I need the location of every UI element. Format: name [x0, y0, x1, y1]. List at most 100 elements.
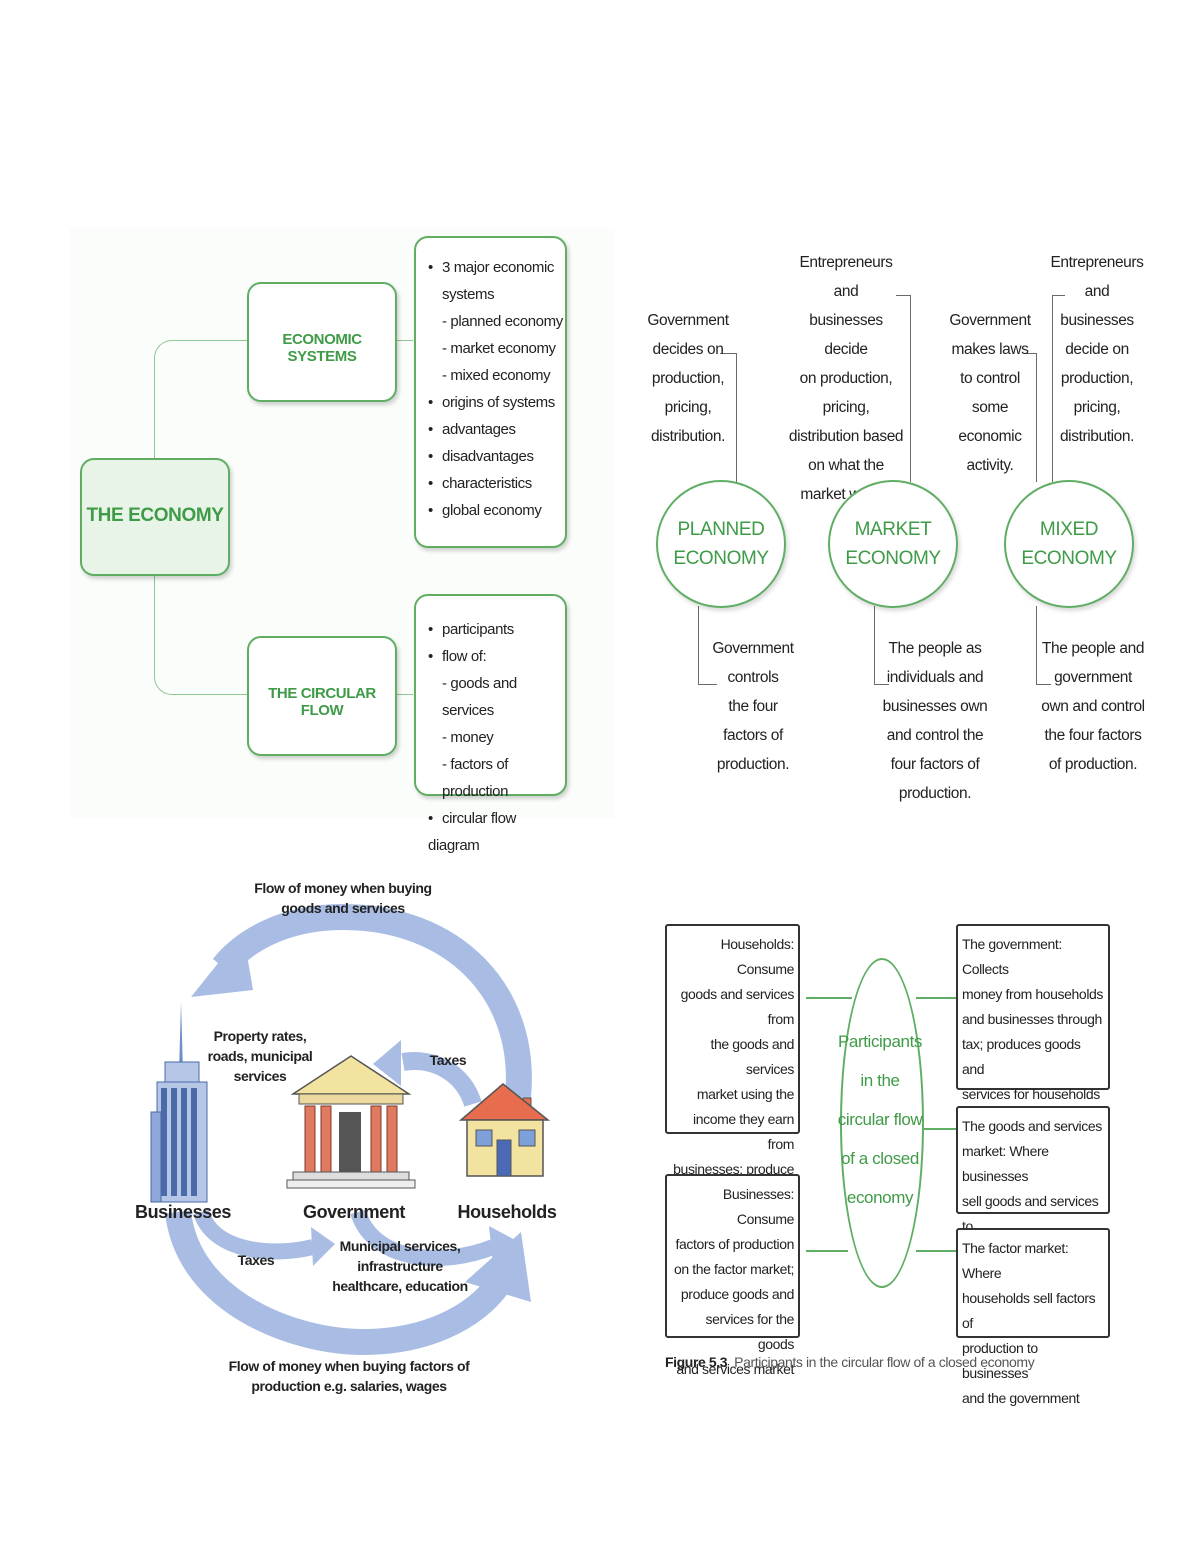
goods-services-market-box: The goods and services market: Where busi…	[956, 1106, 1110, 1259]
text-line: government	[1054, 669, 1132, 686]
text-line: production,	[651, 370, 725, 387]
list-item: goods and services	[428, 670, 565, 724]
connector-line	[806, 997, 852, 999]
text-line: goods and services	[281, 900, 405, 916]
text-line: four factors of	[890, 756, 980, 773]
text-line: market: Where businesses	[962, 1143, 1049, 1184]
figure-caption: Figure 5.3 Participants in the circular …	[665, 1354, 1035, 1370]
list-item: disadvantages	[428, 443, 563, 470]
text-line: factors of production	[675, 1236, 795, 1252]
list-item: circular flow diagram	[428, 805, 565, 859]
text-line: services	[233, 1068, 287, 1084]
mixed-name-2: ECONOMY	[1021, 548, 1117, 569]
text-line: distribution.	[650, 428, 726, 445]
text-line: Government	[712, 640, 794, 657]
leader-line	[874, 606, 889, 685]
list-item: global economy	[428, 497, 563, 524]
text-line: Entrepreneurs	[1050, 254, 1144, 271]
text-line: decide on	[1065, 341, 1129, 358]
list-item: planned economy	[428, 308, 563, 335]
list-item: flow of:	[428, 643, 565, 670]
text-line: tax; produces goods and	[962, 1036, 1081, 1077]
text-line: roads, municipal	[207, 1048, 313, 1064]
text-line: households sell factors of	[962, 1290, 1096, 1331]
businesses-label: Businesses	[134, 1202, 232, 1222]
leader-line	[698, 606, 717, 685]
text-line: economy	[846, 1188, 914, 1207]
money-flow-goods-arrow	[212, 903, 532, 1099]
connector-line	[806, 1250, 848, 1252]
economic-systems-list: 3 major economicsystemsplanned economyma…	[428, 254, 563, 524]
connector-line	[916, 1250, 956, 1252]
market-name-1: MARKET	[854, 519, 932, 540]
leader-line	[1036, 606, 1051, 685]
economic-systems-title: ECONOMIC SYSTEMS	[282, 331, 362, 365]
text-line: healthcare, education	[332, 1278, 468, 1294]
text-line: the goods and services	[710, 1036, 794, 1077]
list-item: market economy	[428, 335, 563, 362]
text-line: The factor market: Where	[962, 1240, 1069, 1281]
text-line: activity.	[966, 457, 1014, 474]
text-line: the four factors	[1044, 727, 1142, 744]
text-line: Flow of money when buying factors of	[228, 1358, 470, 1374]
connector-line	[154, 574, 247, 695]
government-box: The government: Collects money from house…	[956, 924, 1110, 1152]
text-line: The government: Collects	[962, 936, 1062, 977]
taxes-businesses-arrow	[193, 1208, 315, 1260]
text-line: Participants	[837, 1032, 923, 1051]
text-line: some	[971, 399, 1009, 416]
text-line: money from households	[962, 986, 1104, 1002]
figure-caption-text: Participants in the circular flow of a c…	[734, 1354, 1035, 1370]
text-line: and businesses through	[962, 1011, 1102, 1027]
connector-line	[395, 340, 413, 341]
planned-name-2: ECONOMY	[673, 548, 769, 569]
money-flow-factors-arrow	[165, 1209, 515, 1356]
arrowhead	[465, 1232, 531, 1302]
text-line: production to businesses	[962, 1340, 1038, 1381]
list-item: participants	[428, 616, 565, 643]
house-icon	[458, 1083, 551, 1177]
municipal-services-arrow	[350, 1209, 496, 1266]
list-item: advantages	[428, 416, 563, 443]
text-line: Households: Consume	[720, 936, 795, 977]
text-line: Entrepreneurs and	[799, 254, 893, 300]
connector-line	[395, 694, 413, 695]
text-line: economic	[958, 428, 1022, 445]
text-line: and services market	[676, 1361, 794, 1377]
government-label: Government	[302, 1202, 406, 1222]
flow-factors-label: Flow of money when buying factors of prod…	[209, 1356, 489, 1396]
text-line: production e.g. salaries, wages	[251, 1378, 447, 1394]
arrowhead	[191, 932, 253, 997]
circular-flow-list: participantsflow of:goods and servicesmo…	[428, 616, 565, 859]
government-building-icon	[286, 1055, 416, 1189]
flow-arrows-svg	[150, 903, 551, 1356]
text-line: production,	[1060, 370, 1134, 387]
text-line: pricing,	[664, 399, 712, 416]
root-title: THE ECONOMY	[86, 505, 224, 526]
text-line: The goods and services	[962, 1118, 1102, 1134]
skyscraper-icon	[150, 1002, 208, 1203]
leader-line	[1052, 295, 1065, 482]
text-line: of a closed	[841, 1149, 919, 1168]
taxes-top-label: Taxes	[429, 1052, 467, 1068]
text-line: to control	[960, 370, 1020, 387]
text-line: Government	[949, 312, 1031, 329]
list-item: characteristics	[428, 470, 563, 497]
text-line: circular flow	[837, 1110, 923, 1129]
text-line: of production.	[1048, 756, 1138, 773]
text-line: The people as	[888, 640, 982, 657]
text-line: services for the goods	[705, 1311, 794, 1352]
text-line: on production,	[799, 370, 893, 387]
text-line: makes laws	[951, 341, 1029, 358]
text-line: distribution based	[788, 428, 904, 445]
